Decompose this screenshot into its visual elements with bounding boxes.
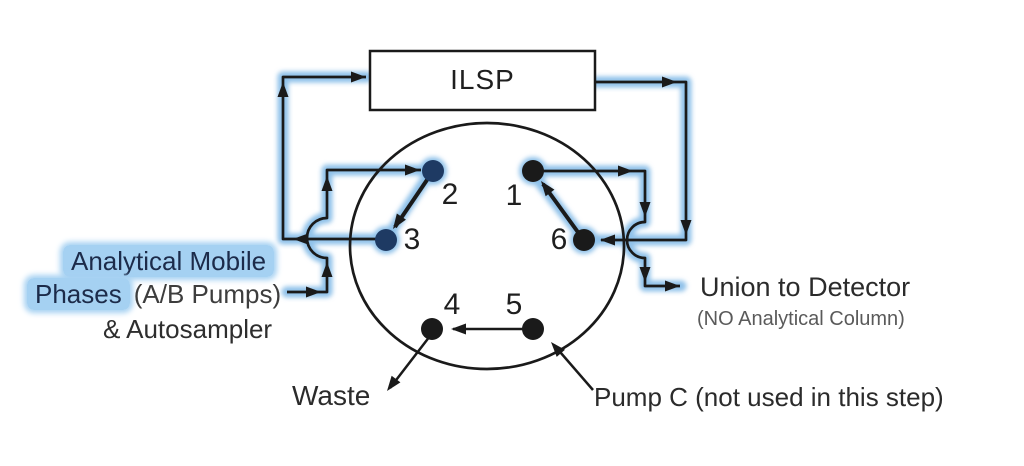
pump-c-label: Pump C (not used in this step) xyxy=(594,382,944,412)
union-to-detector-label: Union to Detector xyxy=(700,272,911,302)
no-analytical-column-label: (NO Analytical Column) xyxy=(697,308,905,330)
ilsp-label: ILSP xyxy=(450,64,515,96)
phases-highlight: Phases xyxy=(27,278,130,310)
port6-dot xyxy=(573,229,595,251)
line-port3-to-ilsp xyxy=(281,75,390,241)
line-ilsp-to-port6 xyxy=(595,80,688,242)
port2-dot xyxy=(422,160,444,182)
glow-ilsp-to-port6 xyxy=(586,76,692,246)
port4-dot xyxy=(421,318,443,340)
analytical-mobile-highlight: Analytical Mobile xyxy=(63,245,275,277)
ilsp-box xyxy=(368,49,597,112)
port5-dot xyxy=(522,318,544,340)
valve-body-circle xyxy=(348,121,626,371)
ab-pumps-text: (A/B Pumps) xyxy=(133,279,282,309)
port5-number: 5 xyxy=(505,287,523,321)
port3-number: 3 xyxy=(403,222,421,256)
port4-number: 4 xyxy=(443,287,461,321)
port3-dot xyxy=(375,229,397,251)
waste-label: Waste xyxy=(292,380,371,411)
autosampler-label: & Autosampler xyxy=(103,314,273,344)
port1-dot xyxy=(522,160,544,182)
valve-ports xyxy=(375,160,595,340)
phases-pumps-label: Phases(A/B Pumps) xyxy=(27,278,282,310)
line-port1-to-detector xyxy=(536,169,680,288)
line-port4-to-waste xyxy=(389,335,431,389)
port6-number: 6 xyxy=(550,222,568,256)
port2-number: 2 xyxy=(441,177,459,211)
port1-number: 1 xyxy=(505,178,523,212)
analytical-mobile-label: Analytical Mobile xyxy=(63,245,275,277)
